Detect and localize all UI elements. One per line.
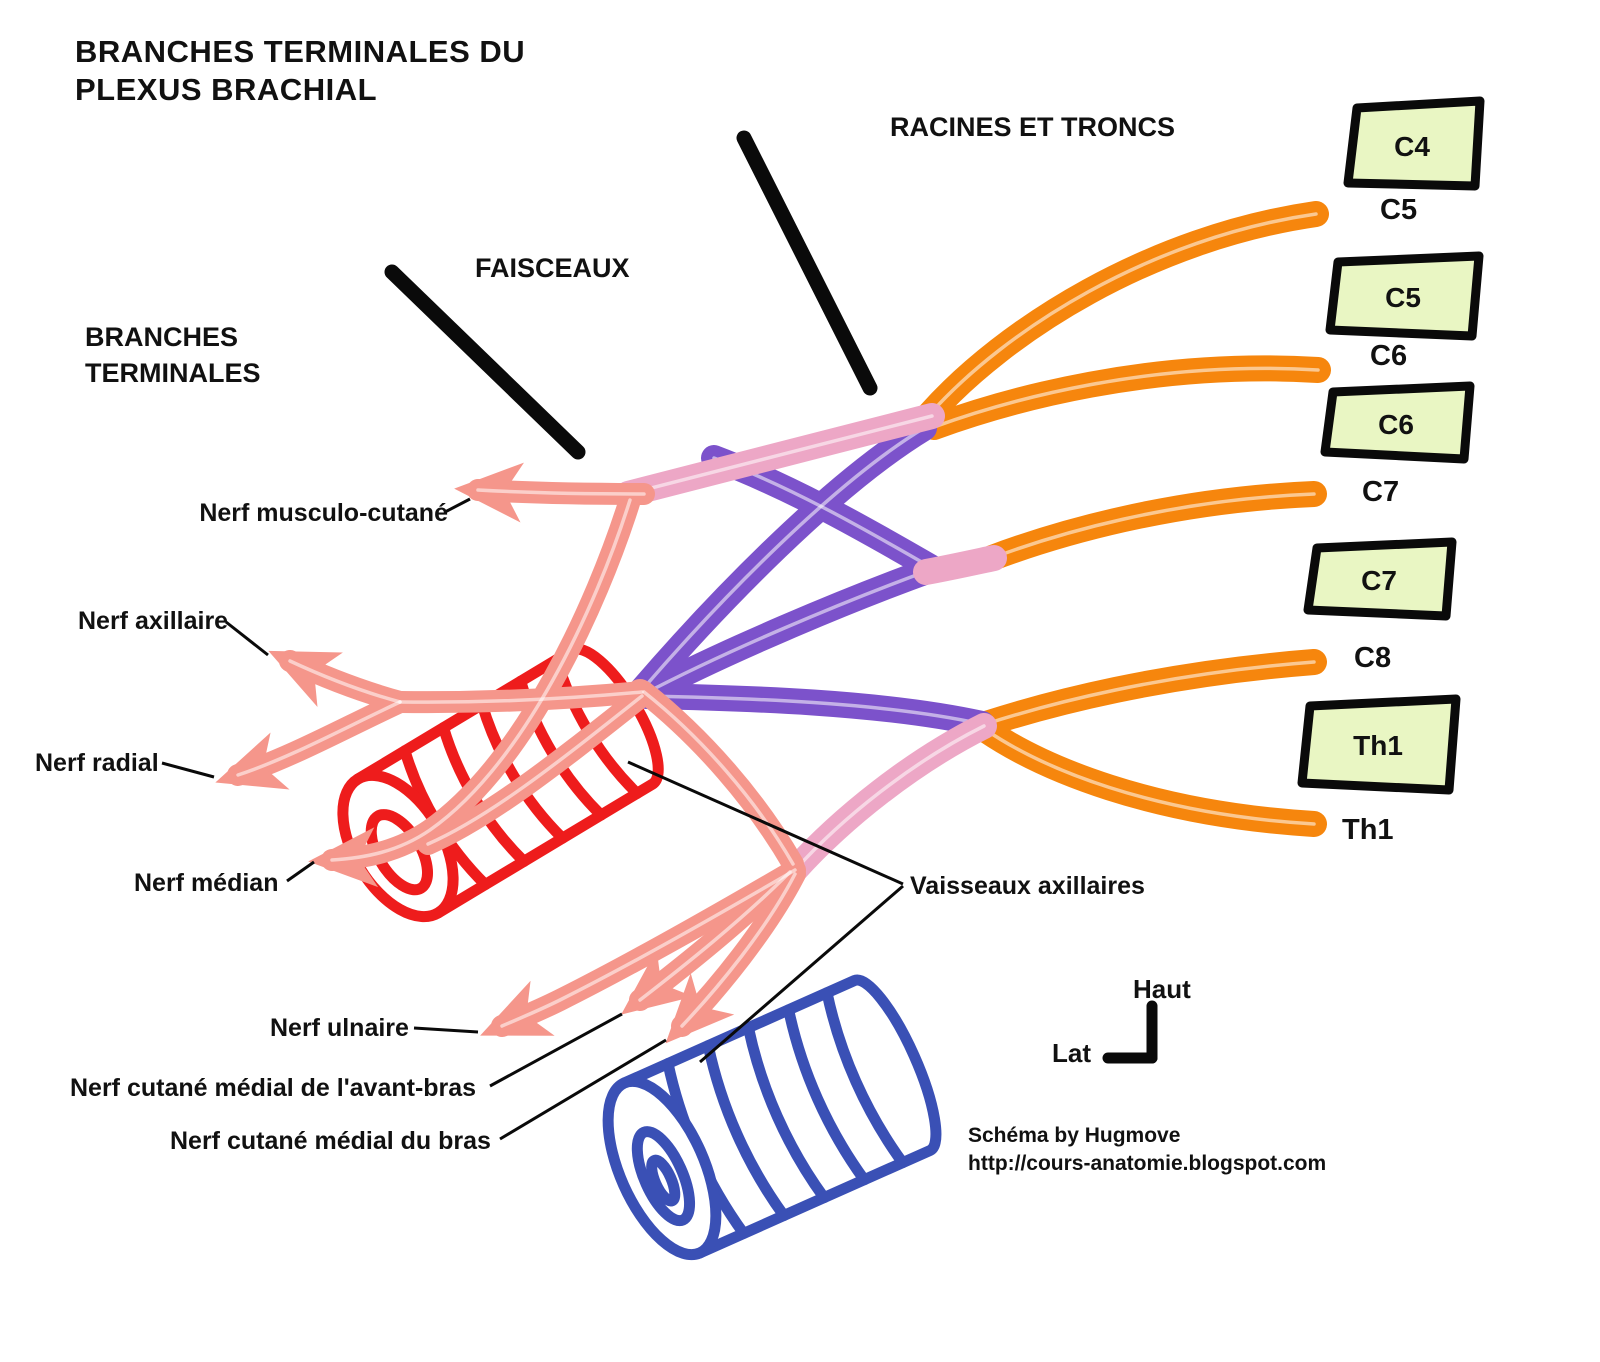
section-branches-terminales-line2: TERMINALES [85, 358, 261, 388]
vertebra-th1-box [1297, 694, 1461, 795]
root-c6-label: C6 [1370, 340, 1407, 372]
orientation-lat-label: Lat [1052, 1038, 1091, 1068]
root-labels: C5 C6 C7 C8 Th1 [1342, 194, 1417, 846]
faisceaux-pointer-line [384, 264, 586, 460]
label-nerf-cutane-medial-bras: Nerf cutané médial du bras [170, 1127, 491, 1155]
label-nerf-musculo-cutane: Nerf musculo-cutané [199, 499, 448, 527]
label-nerf-axillaire: Nerf axillaire [78, 607, 228, 635]
root-c8-path [973, 649, 1327, 737]
trunk-divisions-pink [615, 403, 1007, 883]
root-th1-path [973, 717, 1327, 837]
axillary-artery [337, 643, 664, 923]
musculocutaneous-label-line [444, 497, 471, 514]
root-c7-path [979, 481, 1327, 571]
section-branches-terminales-line1: BRANCHES [85, 322, 238, 352]
vertebrae-boxes: C4 C5 C6 C7 Th1 [1297, 96, 1485, 795]
page-title-line2: PLEXUS BRACHIAL [75, 72, 377, 107]
section-faisceaux: FAISCEAUX [475, 253, 630, 283]
pink-middle-segment-path [913, 545, 1007, 585]
cutaneous-forearm-label-line [489, 1012, 623, 1088]
vertebra-c7-label: C7 [1361, 565, 1397, 596]
credit-author: Schéma by Hugmove [968, 1124, 1180, 1147]
label-nerf-ulnaire: Nerf ulnaire [270, 1014, 409, 1042]
section-pointers [384, 130, 878, 460]
cutaneous-arm-label-line [499, 1038, 667, 1141]
median-label-line [286, 860, 315, 883]
vertebra-c6-box [1320, 381, 1475, 464]
vein-lumen [631, 1126, 696, 1227]
radial-label-line [161, 761, 215, 779]
page-title-line1: BRANCHES TERMINALES DU [75, 34, 525, 69]
label-pointer-lines [161, 497, 904, 1141]
vertebra-c6-label: C6 [1378, 409, 1414, 440]
vertebra-c5-box [1325, 251, 1484, 341]
vertebra-th1-label: Th1 [1353, 730, 1403, 761]
root-c8-label: C8 [1354, 642, 1391, 674]
vessels-to-artery-line [627, 760, 904, 886]
cord-lower-to-junction-path [633, 683, 995, 737]
root-th1-label: Th1 [1342, 814, 1394, 846]
vertebra-c4-label: C4 [1394, 131, 1430, 162]
label-nerf-median: Nerf médian [134, 869, 278, 897]
label-nerf-radial: Nerf radial [35, 749, 159, 777]
terminal-branches [215, 462, 806, 1044]
section-racines-et-troncs: RACINES ET TRONCS [890, 112, 1175, 142]
root-c7-label: C7 [1362, 476, 1399, 508]
credit-url: http://cours-anatomie.blogspot.com [968, 1152, 1326, 1175]
artery-ring [476, 698, 568, 844]
ulnar-label-line [413, 1026, 479, 1034]
orientation-marker: Haut Lat [1052, 974, 1191, 1068]
vein-ring [783, 1004, 870, 1186]
root-c5-label: C5 [1380, 194, 1417, 226]
label-nerf-cutane-medial-avant-bras: Nerf cutané médial de l'avant-bras [70, 1074, 476, 1102]
axillary-label-line [225, 620, 269, 657]
orientation-haut-label: Haut [1133, 974, 1191, 1004]
vertebra-c5-label: C5 [1385, 282, 1421, 313]
vessels-to-vein-line [699, 884, 904, 1064]
vein-ring [821, 987, 909, 1169]
axillary-vein [602, 974, 942, 1261]
vein-ring [702, 1040, 790, 1222]
vein-lumen-inner [646, 1154, 681, 1207]
vertebra-c4-box [1343, 96, 1485, 191]
vein-ring [742, 1022, 830, 1204]
label-vaisseaux-axillaires: Vaisseaux axillaires [910, 872, 1145, 900]
racines-pointer-line [736, 130, 878, 396]
roots-and-trunks [917, 201, 1331, 837]
vertebra-c7-box [1303, 537, 1457, 621]
